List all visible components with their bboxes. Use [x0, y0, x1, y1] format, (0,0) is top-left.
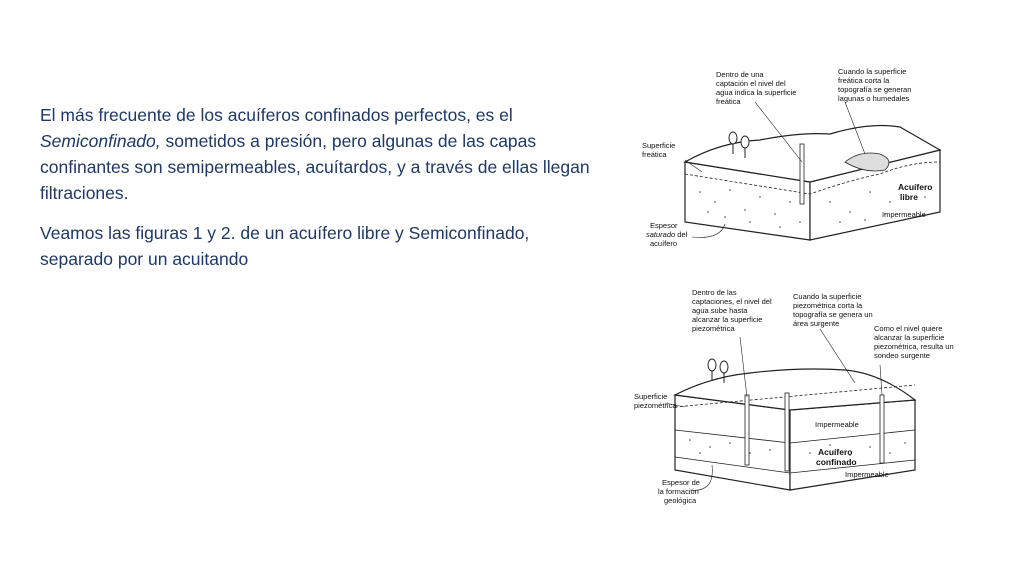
fig2-label-superficie: Superficie piezométrica — [634, 392, 677, 410]
fig2-label-acuifero: Acuífero confinado — [816, 447, 857, 467]
paragraph1-text-b: sometidos a presión, pero algunas de las… — [40, 131, 590, 203]
fig1-aquifer-texture — [699, 186, 926, 228]
fig1-label-dentro: Dentro de una captación el nivel del agu… — [716, 70, 799, 106]
fig2-label-cuando: Cuando la superficie piezométrica corta … — [793, 292, 875, 328]
fig2-well-left — [744, 394, 750, 466]
paragraph-figuras: Veamos las figuras 1 y 2. de un acuífero… — [40, 223, 530, 269]
fig1-well — [799, 143, 805, 205]
fig2-leader-lines — [664, 328, 883, 491]
figure-confined-aquifer: Dentro de las captaciones, el nivel del … — [634, 288, 956, 505]
paragraph1-text-a: El más frecuente de los acuíferos confin… — [40, 105, 513, 125]
fig2-piezometric-line — [674, 384, 916, 408]
fig1-lagoon — [844, 152, 890, 172]
fig2-block-front — [674, 394, 791, 491]
fig1-leader-lines — [684, 101, 866, 238]
fig1-trees-icon — [728, 131, 750, 158]
fig2-label-dentro: Dentro de las captaciones, el nivel del … — [692, 288, 774, 333]
slide-text: El más frecuente de los acuíferos confin… — [40, 102, 600, 286]
fig2-trees-icon — [707, 358, 729, 383]
fig1-label-superficie: Superficie freática — [642, 141, 677, 159]
fig1-water-table-line — [684, 161, 941, 195]
fig2-block-top — [673, 368, 917, 411]
fig2-label-impermeable-top: Impermeable — [815, 420, 859, 429]
fig2-label-como: Como el nivel quiere alcanzar la superfi… — [874, 324, 956, 360]
fig1-label-cuando: Cuando la superficie freática corta la t… — [838, 67, 913, 103]
fig1-label-espesor: Espesor saturado del acuífero — [646, 221, 689, 248]
fig1-block-top — [683, 124, 942, 183]
fig2-label-espesor: Espesor de la formación geológica — [658, 478, 702, 505]
fig2-well-center — [784, 392, 790, 472]
fig1-label-acuifero: Acuífero libre — [898, 182, 935, 202]
fig2-layer-bottom — [674, 456, 916, 474]
fig1-label-impermeable: Impermeable — [882, 210, 926, 219]
fig2-layer-top — [674, 429, 916, 444]
paragraph1-italic-term: Semiconfinado, — [40, 131, 161, 151]
fig2-label-impermeable-bottom: Impermeable — [845, 470, 889, 479]
paragraph-semiconfinado: El más frecuente de los acuíferos confin… — [40, 102, 600, 206]
fig2-well-right — [879, 394, 885, 464]
figure-unconfined-aquifer: Dentro de una captación el nivel del agu… — [642, 67, 942, 248]
fig2-aquifer-texture — [689, 439, 906, 456]
